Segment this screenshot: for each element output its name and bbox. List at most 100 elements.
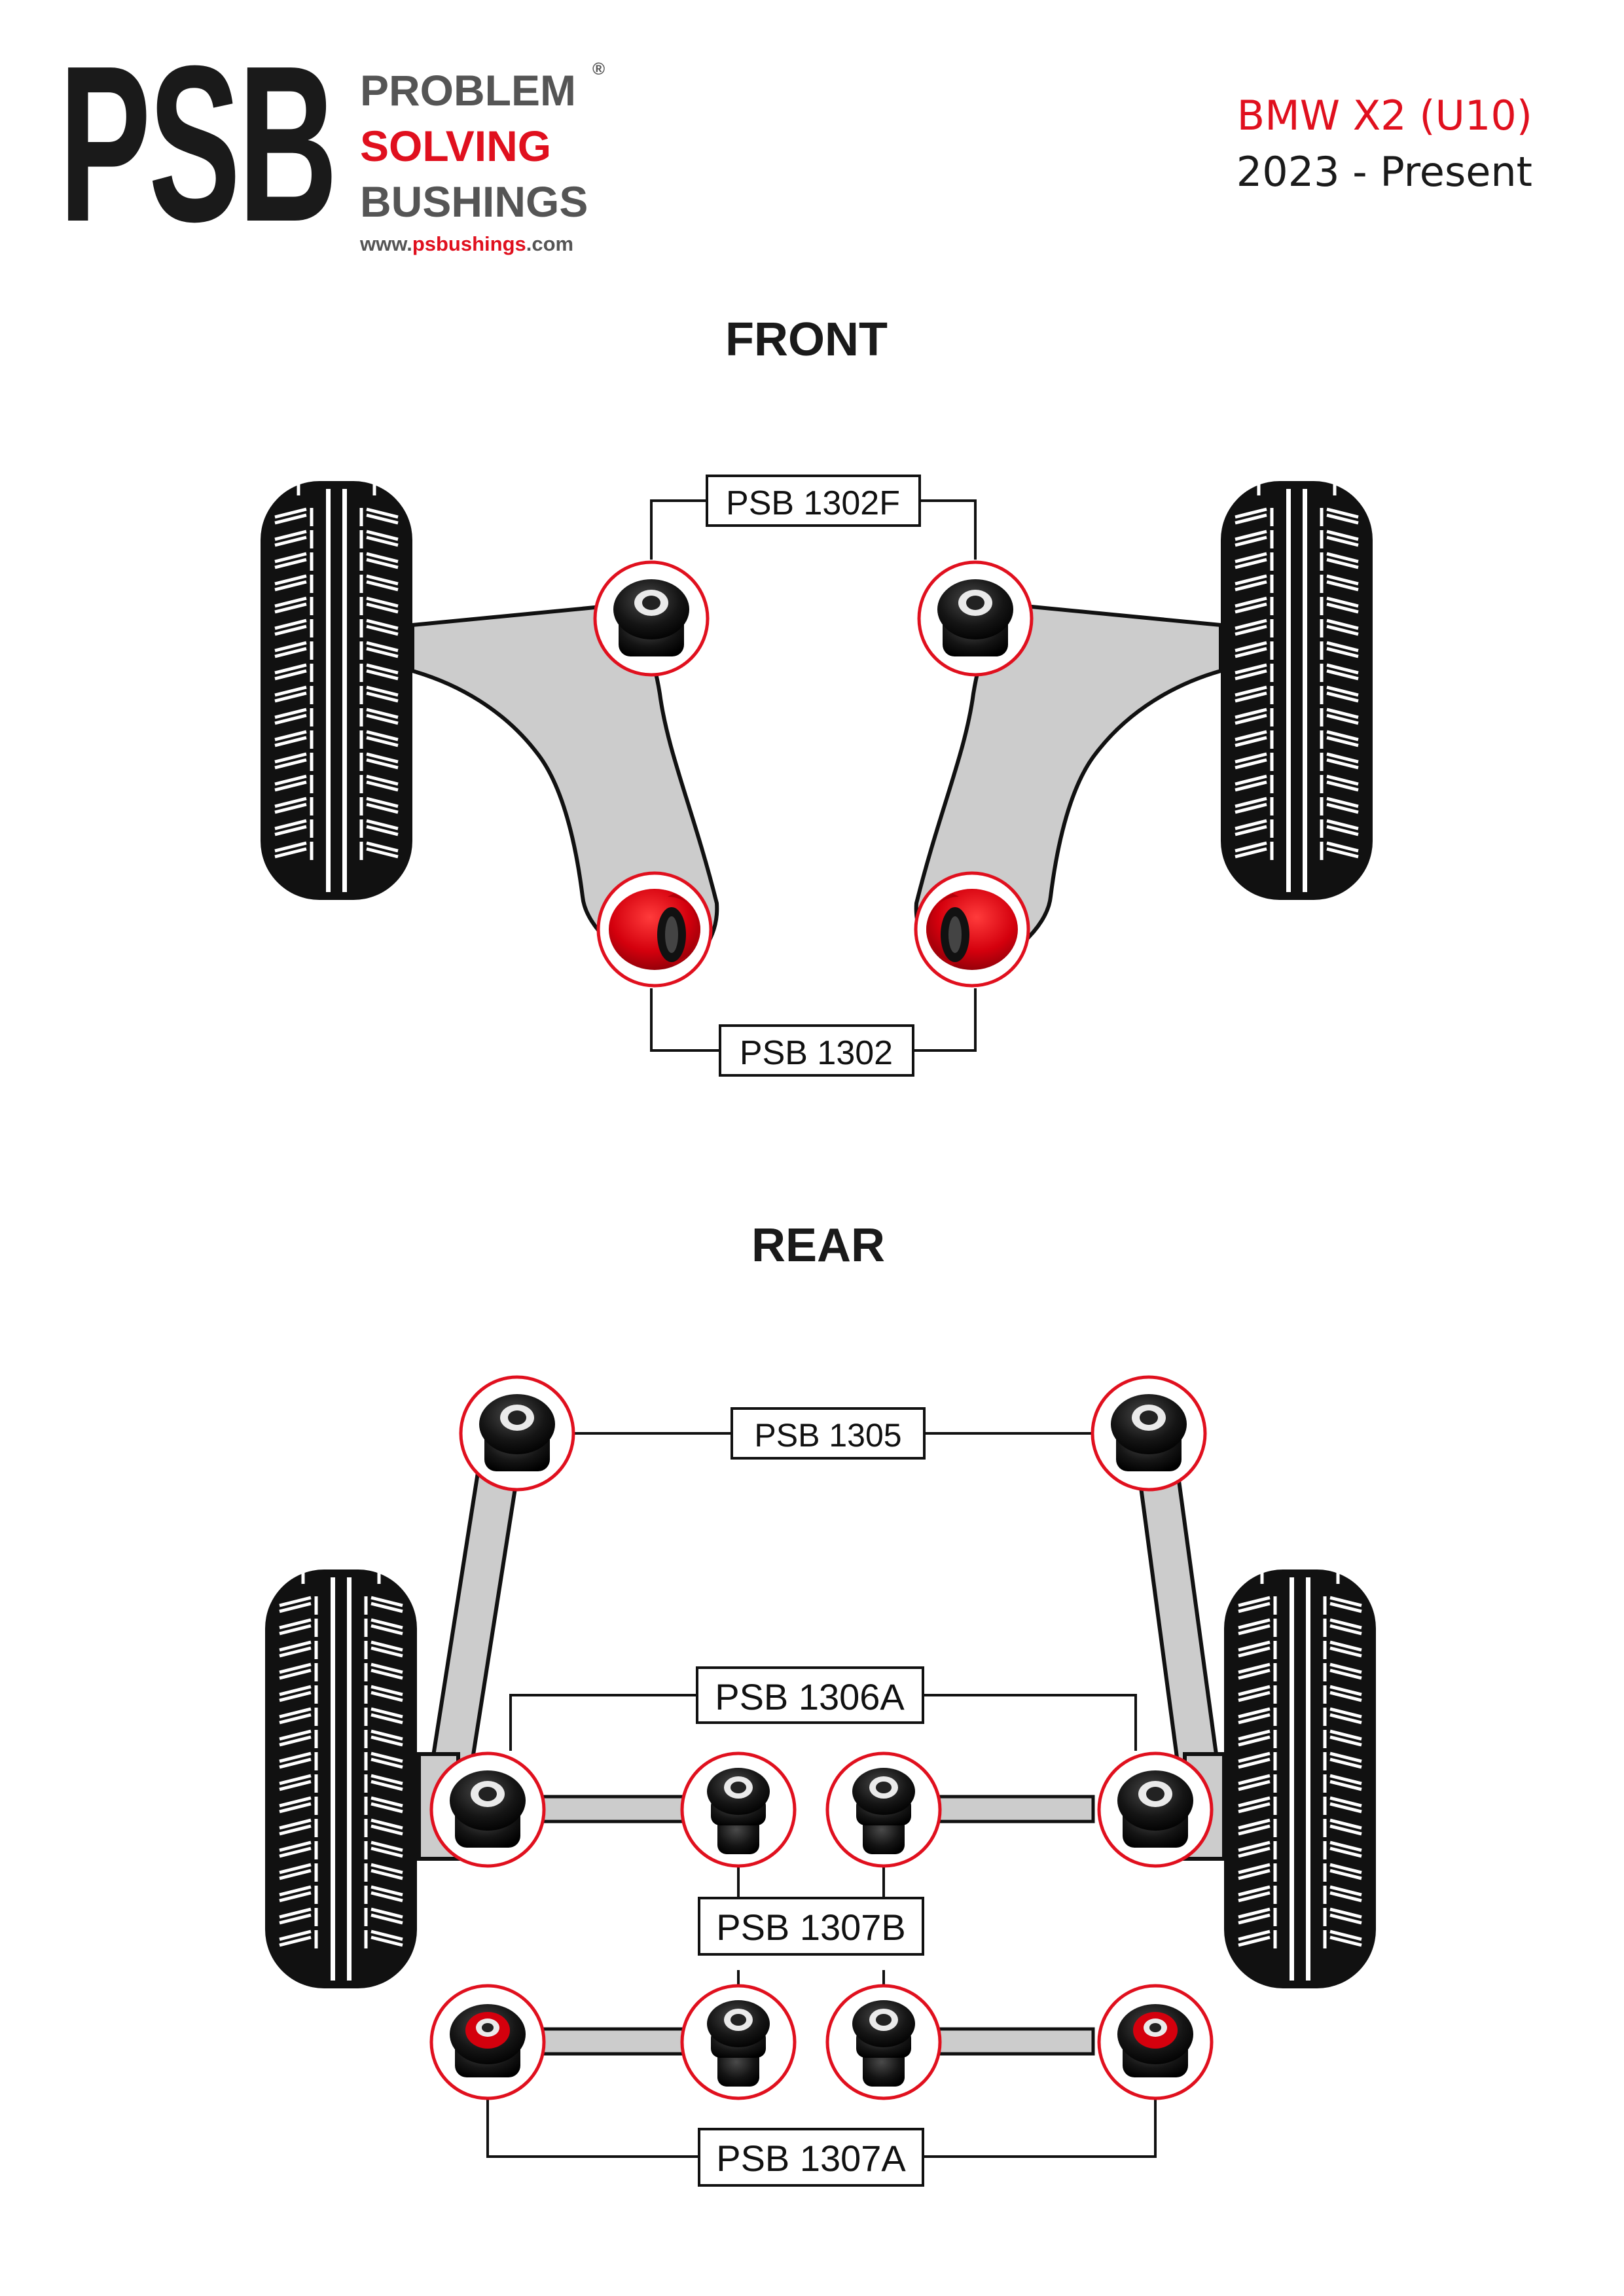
label-psb-1307b-text: PSB 1307B <box>716 1907 906 1948</box>
tread-row <box>1238 1929 1362 1948</box>
label-psb-1305: PSB 1305 <box>731 1407 926 1460</box>
tread-row <box>1238 1751 1362 1770</box>
label-psb-1307a-text: PSB 1307A <box>716 2138 906 2179</box>
rear-upper-right-link <box>934 1795 1095 1823</box>
tread-row <box>274 730 399 749</box>
tread-row <box>274 685 399 704</box>
tread-row <box>1235 797 1359 816</box>
rear-right-lower-inner-bushing <box>827 1986 940 2098</box>
tread-row <box>1235 730 1359 749</box>
rear-left-upper-inner-bushing <box>682 1753 795 1866</box>
tread-row <box>1235 685 1359 704</box>
rear-connectors <box>486 1432 1157 2158</box>
rear-lower-right-link <box>934 2027 1095 2056</box>
tread-row <box>1238 1907 1362 1926</box>
tread-row <box>1235 774 1359 793</box>
tread-row <box>1235 663 1359 682</box>
rear-left-lower-outer-bushing <box>431 1986 544 2098</box>
tread-row <box>274 529 399 548</box>
rear-right-tyre <box>1224 1556 1376 1988</box>
front-title: FRONT <box>725 314 888 366</box>
tread-row <box>279 1707 403 1726</box>
tread-row <box>274 797 399 816</box>
tread-row <box>1235 708 1359 726</box>
label-psb-1305-text: PSB 1305 <box>754 1417 901 1454</box>
tread-row <box>279 1596 403 1615</box>
logo-url-brand: psbushings <box>412 232 526 255</box>
tread-row <box>274 507 399 526</box>
tread-row <box>279 1840 403 1859</box>
front-left-upper-bushing <box>595 562 708 675</box>
tread-row <box>1235 596 1359 615</box>
tread-row <box>1235 819 1359 838</box>
front-right-lower-bushing <box>916 873 1028 986</box>
tread-row <box>274 552 399 571</box>
tread-row <box>1235 507 1359 526</box>
rear-left-tyre <box>265 1556 417 1988</box>
tread-row <box>274 641 399 660</box>
tread-row <box>1238 1640 1362 1659</box>
tread-row <box>279 1618 403 1637</box>
tread-row <box>1238 1885 1362 1904</box>
label-psb-1306a: PSB 1306A <box>696 1666 924 1724</box>
tread-row <box>279 1885 403 1904</box>
tread-row <box>1235 752 1359 771</box>
front-right-upper-bushing <box>919 562 1032 675</box>
front-top-connector <box>650 499 977 560</box>
tread-row <box>1238 1685 1362 1704</box>
tread-row <box>274 619 399 637</box>
tread-row <box>1238 1818 1362 1837</box>
front-left-lower-bushing <box>598 873 711 986</box>
front-right-tyre <box>1221 468 1373 900</box>
tread-row <box>274 774 399 793</box>
rear-left-upper-outer-bushing <box>431 1753 544 1866</box>
tread-row <box>1238 1596 1362 1615</box>
tread-row <box>279 1662 403 1681</box>
tread-row <box>274 841 399 860</box>
tread-row <box>1238 1707 1362 1726</box>
tread-row <box>274 574 399 593</box>
rear-upper-left-link <box>535 1795 696 1823</box>
vehicle-years: 2023 - Present <box>1236 148 1532 196</box>
label-psb-1306a-text: PSB 1306A <box>715 1676 905 1717</box>
rear-right-upper-inner-bushing <box>827 1753 940 1866</box>
tread-row <box>279 1818 403 1837</box>
rear-left-trailing-link <box>429 1470 520 1770</box>
logo-line-bushings: BUSHINGS <box>360 177 588 226</box>
front-left-tyre <box>261 468 412 900</box>
tread-row <box>274 708 399 726</box>
tread-row <box>1238 1729 1362 1748</box>
tread-row <box>279 1729 403 1748</box>
label-psb-1307a: PSB 1307A <box>698 2128 924 2187</box>
tread-row <box>274 663 399 682</box>
label-psb-1302-text: PSB 1302 <box>740 1034 893 1072</box>
tread-row <box>1235 552 1359 571</box>
tread-row <box>1238 1662 1362 1681</box>
rear-left-lower-inner-bushing <box>682 1986 795 2098</box>
tread-row <box>1235 574 1359 593</box>
logo-letter-p: PSB <box>59 33 338 255</box>
logo-letters: PSB <box>59 20 338 268</box>
tread-row <box>1235 841 1359 860</box>
rear-right-trailing-link <box>1136 1470 1220 1770</box>
front-bottom-connector <box>650 988 977 1052</box>
logo-registered: ® <box>592 59 605 79</box>
rear-right-trailing-bushing <box>1092 1377 1205 1490</box>
vehicle-model: BMW X2 (U10) <box>1236 92 1532 139</box>
tread-row <box>1238 1863 1362 1882</box>
tread-row <box>279 1751 403 1770</box>
rear-left-trailing-bushing <box>461 1377 573 1490</box>
tread-row <box>274 752 399 771</box>
rear-title: REAR <box>751 1219 886 1272</box>
tread-row <box>274 596 399 615</box>
logo-url-suffix: .com <box>526 232 574 255</box>
tread-row <box>1235 619 1359 637</box>
rear-lower-left-link <box>535 2027 696 2056</box>
tread-row <box>274 819 399 838</box>
tread-row <box>1238 1796 1362 1815</box>
tread-row <box>279 1929 403 1948</box>
logo-url: www.psbushings.com <box>360 232 573 256</box>
tread-row <box>1235 641 1359 660</box>
tread-row <box>1238 1774 1362 1793</box>
